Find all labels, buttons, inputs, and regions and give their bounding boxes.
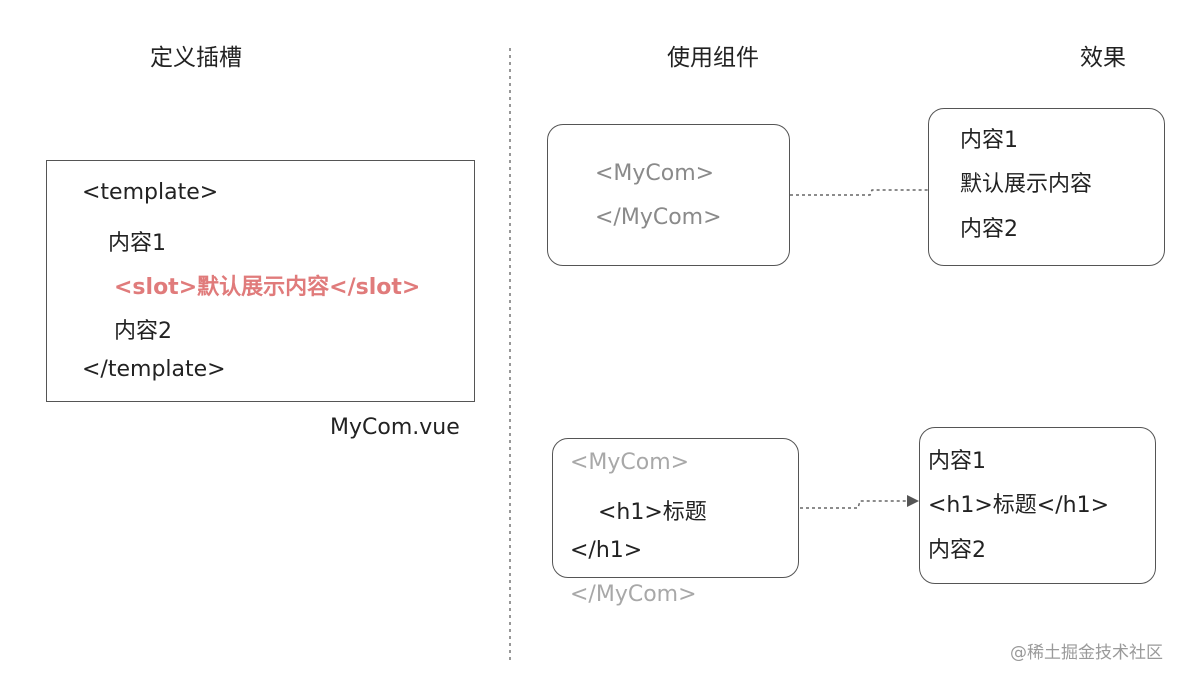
- template-content-1: 内容1: [108, 231, 166, 256]
- template-open-tag: <template>: [82, 180, 219, 205]
- example1-usage-open: <MyCom>: [595, 161, 715, 186]
- example2-result-box: [919, 427, 1156, 584]
- template-slot-line: <slot>默认展示内容</slot>: [114, 275, 421, 300]
- example1-usage-box: [547, 124, 790, 266]
- example2-usage-open: <MyCom>: [570, 450, 690, 475]
- example2-result-line-3: 内容2: [928, 538, 986, 563]
- example1-usage-close: </MyCom>: [595, 205, 722, 230]
- example2-result-line-2: <h1>标题</h1>: [928, 493, 1110, 518]
- example2-result-line-1: 内容1: [928, 449, 986, 474]
- example2-usage-h1-close: </h1>: [570, 538, 643, 563]
- example2-usage-close: </MyCom>: [570, 582, 697, 607]
- watermark-text: @稀土掘金技术社区: [1010, 643, 1163, 663]
- arrow-example1-line: [790, 189, 937, 196]
- example1-result-line-3: 内容2: [960, 217, 1018, 242]
- template-definition-box: [46, 160, 475, 402]
- example1-result-line-2: 默认展示内容: [960, 172, 1093, 197]
- example1-result-line-1: 内容1: [960, 128, 1018, 153]
- arrow-example2-line: [800, 500, 908, 509]
- heading-effect: 效果: [1080, 45, 1126, 71]
- example1-result-box: [928, 108, 1165, 266]
- component-filename: MyCom.vue: [330, 415, 460, 440]
- example2-usage-box: [552, 438, 799, 578]
- template-close-tag: </template>: [82, 357, 226, 382]
- template-content-2: 内容2: [114, 319, 172, 344]
- heading-define-slot: 定义插槽: [150, 45, 242, 71]
- example2-usage-h1-open: <h1>标题: [598, 500, 707, 525]
- heading-use-component: 使用组件: [667, 45, 759, 71]
- arrow-example2-head: [907, 495, 919, 507]
